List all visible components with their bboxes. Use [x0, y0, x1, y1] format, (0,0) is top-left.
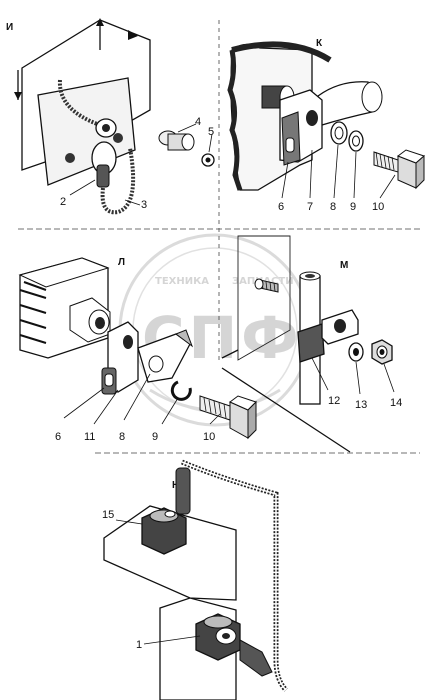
- lug-6b-slot: [104, 373, 114, 387]
- section-k-label: К: [316, 38, 323, 49]
- leader-1: [143, 635, 201, 645]
- panel-m-diagonal: [221, 367, 351, 453]
- leader-8a: [333, 144, 339, 199]
- section-n: Н 15 1: [102, 459, 288, 700]
- leader-3: [124, 199, 141, 206]
- callout-4: 4: [195, 116, 201, 128]
- leader-9a: [353, 151, 357, 199]
- tube-m-top-inner: [305, 274, 315, 278]
- leader-2: [69, 179, 96, 196]
- arrow-up-head-i: [96, 18, 104, 26]
- leader-6b: [63, 387, 105, 419]
- bracket-7-hole: [306, 110, 318, 126]
- washer-13: [348, 342, 364, 362]
- ground-block-i: [37, 77, 136, 186]
- section-l-label: Л: [118, 257, 125, 268]
- callout-1: 1: [136, 639, 142, 651]
- leader-7: [309, 149, 313, 199]
- bolt-10b: [199, 395, 257, 440]
- leader-14: [383, 363, 395, 393]
- leader-8b: [123, 373, 151, 421]
- circlip-9b: [170, 380, 192, 401]
- leader-15: [115, 519, 143, 525]
- callout-10a: 10: [372, 201, 384, 213]
- section-i-label: И: [6, 22, 13, 33]
- bolt-10a: [373, 149, 425, 190]
- block-n-upper: [103, 505, 237, 601]
- arrow-down-head-i: [14, 92, 22, 100]
- layered-block-l-top: [18, 257, 110, 288]
- plate-8b-hole: [148, 355, 164, 373]
- callout-14: 14: [390, 397, 402, 409]
- leader-10a: [379, 174, 396, 199]
- callout-11: 11: [84, 431, 95, 443]
- callout-8b: 8: [119, 431, 125, 443]
- callout-5: 5: [208, 126, 214, 138]
- callout-9a: 9: [350, 201, 356, 213]
- callout-8a: 8: [330, 201, 336, 213]
- clamp-12: [297, 323, 325, 363]
- leader-4: [177, 123, 197, 133]
- callout-7: 7: [307, 201, 313, 213]
- tube-k-end: [361, 81, 383, 113]
- callout-9b: 9: [152, 431, 158, 443]
- section-l: Л 6 11 8: [18, 257, 257, 443]
- terminal-1: [195, 613, 241, 661]
- section-m-label: М: [340, 260, 348, 271]
- callout-2: 2: [60, 196, 66, 208]
- leader-5: [208, 133, 213, 153]
- leader-12: [311, 357, 329, 391]
- section-m: М 12 13: [221, 235, 402, 453]
- terminal-15: [141, 507, 187, 555]
- washer-9a: [348, 130, 364, 152]
- watermark: ТЕХНИКА ЗАПЧАСТИ СПФ: [118, 233, 312, 427]
- hole-left-i: [65, 153, 75, 163]
- cable-lug-upper: [175, 467, 191, 515]
- terminal-bolt-i: [102, 124, 110, 132]
- strap-11-hole: [123, 335, 133, 349]
- leader-9b: [161, 397, 179, 425]
- arrow-side-i: [128, 30, 138, 40]
- cable-lug-lower: [239, 639, 273, 677]
- watermark-top-left: ТЕХНИКА: [155, 276, 209, 287]
- callout-6b: 6: [55, 431, 61, 443]
- callout-6a: 6: [278, 201, 284, 213]
- callout-15: 15: [102, 509, 114, 521]
- boss-l-hole: [95, 317, 105, 329]
- panel-m-diagonal-2: [221, 349, 239, 359]
- lock-washer-5: [201, 153, 215, 167]
- section-i: И: [6, 18, 215, 215]
- leader-10b: [209, 413, 221, 425]
- layered-block-l-face: [19, 281, 47, 344]
- ground-cable-n-inner: [181, 461, 287, 691]
- leader-6a: [281, 161, 289, 199]
- callout-3: 3: [141, 199, 147, 211]
- wall-k-top-edge: [231, 41, 332, 63]
- callout-13: 13: [355, 399, 367, 411]
- leader-11: [93, 389, 119, 425]
- section-k: К: [227, 38, 425, 213]
- clamp-12-hole: [334, 319, 346, 333]
- nut-14: [371, 339, 393, 365]
- braided-wire-top-i: [57, 79, 101, 127]
- hole-right-i: [113, 133, 123, 143]
- bolt-4: [158, 130, 195, 151]
- washer-8a: [330, 121, 348, 145]
- lug-6a-slot: [285, 137, 295, 153]
- callout-10b: 10: [203, 431, 215, 443]
- leader-13: [355, 361, 361, 395]
- wall-k-rough-edge: [227, 49, 243, 191]
- section-separators: [18, 20, 420, 454]
- pin-l: [174, 329, 194, 348]
- lug-sleeve-2: [96, 164, 110, 188]
- callout-12: 12: [328, 395, 340, 407]
- panel-bolt-m: [254, 278, 279, 293]
- panel-m: [237, 235, 291, 361]
